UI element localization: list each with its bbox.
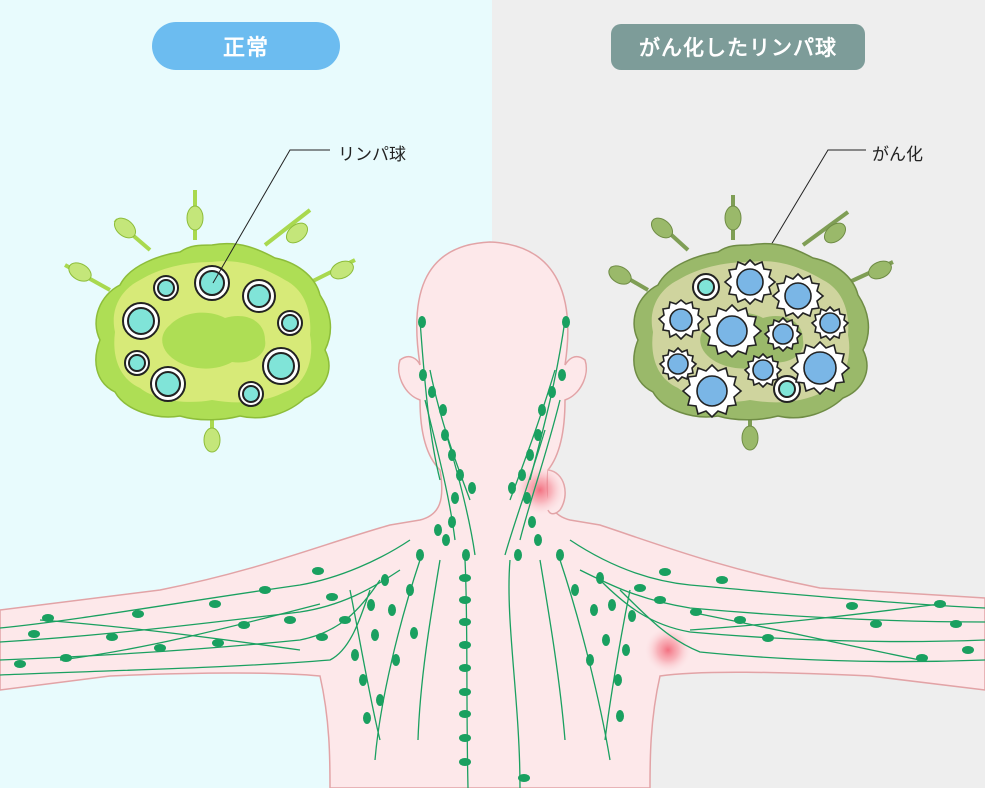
lymphocyte-icon [194,265,230,301]
normal-title-badge: 正常 [152,22,340,70]
lymphocyte-label: リンパ球 [338,145,406,165]
cancer-label: がん化 [872,145,923,165]
cancer-callout-line [749,149,866,281]
lymph-vessels [0,319,985,788]
cancerous-lymphocyte-icon [657,258,851,419]
swollen-node-icon [644,626,692,674]
lymph-node-cancer-icon [608,195,894,451]
body-lymph-nodes [14,316,974,782]
lymphocyte-callout-line [212,149,330,284]
lymph-node-normal-icon [64,190,356,453]
cancer-title-badge: がん化したリンパ球 [611,24,865,70]
